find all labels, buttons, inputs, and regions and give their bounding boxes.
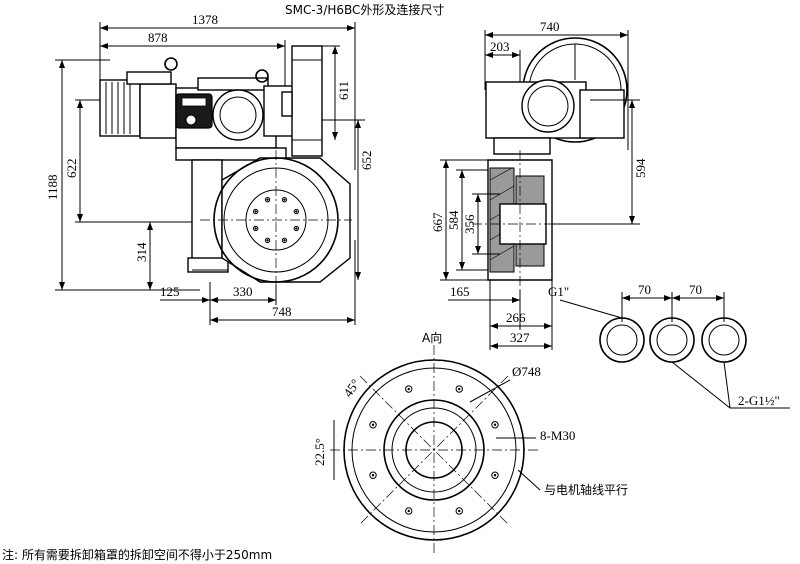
conduit-port-3 — [701, 317, 747, 363]
dim-266: 266 — [506, 310, 526, 325]
conduit-port-2 — [649, 317, 695, 363]
front-bolt-hole-center-2 — [283, 239, 286, 242]
front-bolt-hole-center-4 — [254, 227, 257, 230]
dim-652: 652 — [359, 151, 374, 171]
conduit-port-label: G1" — [548, 284, 569, 299]
flange-bolt-hole-center-7 — [458, 387, 461, 391]
footnote: 注: 所有需要拆卸箱罩的拆卸空间不得小于250mm — [2, 547, 272, 562]
flange-angle-45: 45° — [340, 376, 363, 400]
output-gearbox — [187, 150, 352, 295]
front-bolt-hole-center-5 — [254, 210, 257, 213]
flange-angle-22-5: 22.5° — [312, 438, 327, 466]
dim-side-vertical: 594 667 584 356 — [430, 99, 648, 281]
flange-bolt-hole-center-1 — [493, 474, 497, 477]
flange-bolt-hole-center-5 — [371, 423, 375, 426]
front-bolt-hole-center-8 — [295, 210, 298, 213]
drawing-title: SMC-3/H6BC外形及连接尺寸 — [285, 2, 444, 17]
flange-bolt-hole-center-4 — [371, 474, 375, 477]
flange-bolt-hole-center-6 — [407, 387, 410, 391]
dim-front-left: 1188 622 314 — [45, 59, 210, 291]
conduit-spacing-2: 70 — [689, 282, 702, 297]
view-a: A向 Ø748 8-M30 45° 22.5° 与电机轴线平行 — [312, 330, 628, 555]
dim-side-bottom: 165 266 327 — [448, 280, 553, 350]
dim-front-bottom: 125 330 748 — [160, 240, 356, 325]
dim-667: 667 — [430, 212, 445, 232]
flange-parallel-note: 与电机轴线平行 — [544, 482, 628, 497]
dim-611: 611 — [336, 81, 351, 100]
conduit-port-1 — [599, 317, 645, 363]
dim-side-top: 740 203 — [484, 19, 629, 150]
side-view: 740 203 — [430, 19, 648, 350]
dim-width-to-axis: 878 — [100, 30, 286, 90]
dim-1188: 1188 — [45, 174, 60, 200]
dim-314: 314 — [134, 242, 149, 262]
flange-bolt-holes — [369, 385, 499, 515]
front-bolt-hole-center-1 — [295, 227, 298, 230]
dim-125: 125 — [160, 284, 180, 299]
dim-327: 327 — [510, 330, 530, 345]
dim-330: 330 — [233, 284, 253, 299]
dim-584: 584 — [446, 210, 461, 230]
front-bolt-hole-center-3 — [266, 239, 269, 242]
dim-878: 878 — [148, 30, 168, 45]
conduit-entries: G1" 70 70 2-G1½" — [548, 282, 790, 409]
dim-594: 594 — [633, 158, 648, 178]
conduit-thread-label: 2-G1½" — [738, 393, 780, 408]
side-gearbox — [472, 79, 625, 290]
dim-622: 622 — [64, 159, 79, 179]
dim-overall-width: 1378 — [99, 12, 356, 170]
dim-1378: 1378 — [192, 12, 218, 27]
dim-356: 356 — [462, 214, 477, 234]
dim-748: 748 — [272, 304, 292, 319]
front-flange-bolts — [252, 196, 300, 244]
view-a-label: A向 — [422, 330, 442, 345]
front-view: 1378 878 611 652 — [45, 12, 374, 325]
front-bolt-hole-center-7 — [283, 198, 286, 201]
flange-bolt-hole-center-3 — [407, 509, 410, 513]
flange-bolt-hole-center-2 — [458, 509, 461, 513]
gearbox-housing — [175, 69, 295, 161]
flange-bolt-hole-center-8 — [493, 423, 497, 426]
handwheel-flange — [281, 45, 323, 157]
conduit-spacing-1: 70 — [638, 282, 651, 297]
flange-bolt-spec: 8-M30 — [540, 428, 575, 443]
dim-740: 740 — [540, 19, 560, 34]
motor — [99, 57, 178, 139]
front-bolt-hole-center-6 — [266, 198, 269, 201]
flange-outer — [330, 345, 540, 555]
dim-203: 203 — [490, 39, 510, 54]
dim-165: 165 — [450, 284, 470, 299]
flange-diameter: Ø748 — [512, 364, 541, 379]
